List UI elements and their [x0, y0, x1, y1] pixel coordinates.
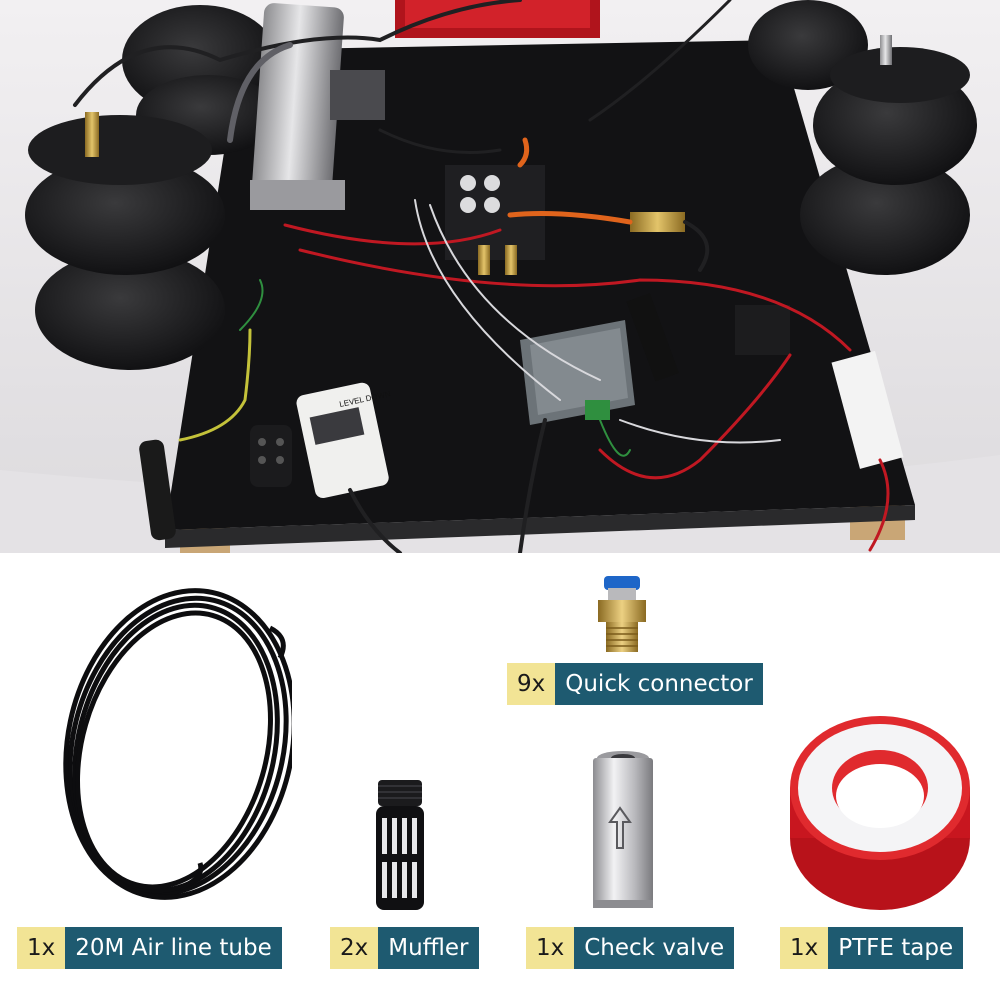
hero-photo: LEVEL DOWN [0, 0, 1000, 553]
quick-connector-fitting-icon [598, 576, 646, 652]
muffler-label: 2x Muffler [330, 927, 479, 969]
check-valve-qty: 1x [526, 927, 575, 969]
steel-check-valve-icon [593, 751, 653, 908]
air-line-tube-image [30, 578, 297, 910]
check-valve-image [588, 750, 658, 912]
check-valve-name: Check valve [574, 927, 735, 969]
air-line-tube-qty: 1x [17, 927, 66, 969]
quick-connector-label: 9x Quick connector [507, 663, 763, 705]
quick-connector-name: Quick connector [555, 663, 763, 705]
ptfe-tape-qty: 1x [780, 927, 829, 969]
quick-connector-qty: 9x [507, 663, 556, 705]
black-muffler-icon [376, 780, 424, 910]
coiled-air-line-tube-icon [63, 588, 297, 900]
muffler-image [368, 778, 433, 913]
ptfe-tape-name: PTFE tape [828, 927, 964, 969]
muffler-name: Muffler [378, 927, 479, 969]
muffler-qty: 2x [330, 927, 379, 969]
air-line-tube-name: 20M Air line tube [65, 927, 282, 969]
quick-connector-image [592, 574, 652, 656]
check-valve-label: 1x Check valve [526, 927, 735, 969]
air-suspension-kit-scene: LEVEL DOWN [0, 0, 1000, 553]
ptfe-tape-image [780, 710, 980, 915]
ptfe-tape-label: 1x PTFE tape [780, 927, 964, 969]
ptfe-tape-roll-icon [790, 716, 970, 910]
air-line-tube-label: 1x 20M Air line tube [17, 927, 282, 969]
